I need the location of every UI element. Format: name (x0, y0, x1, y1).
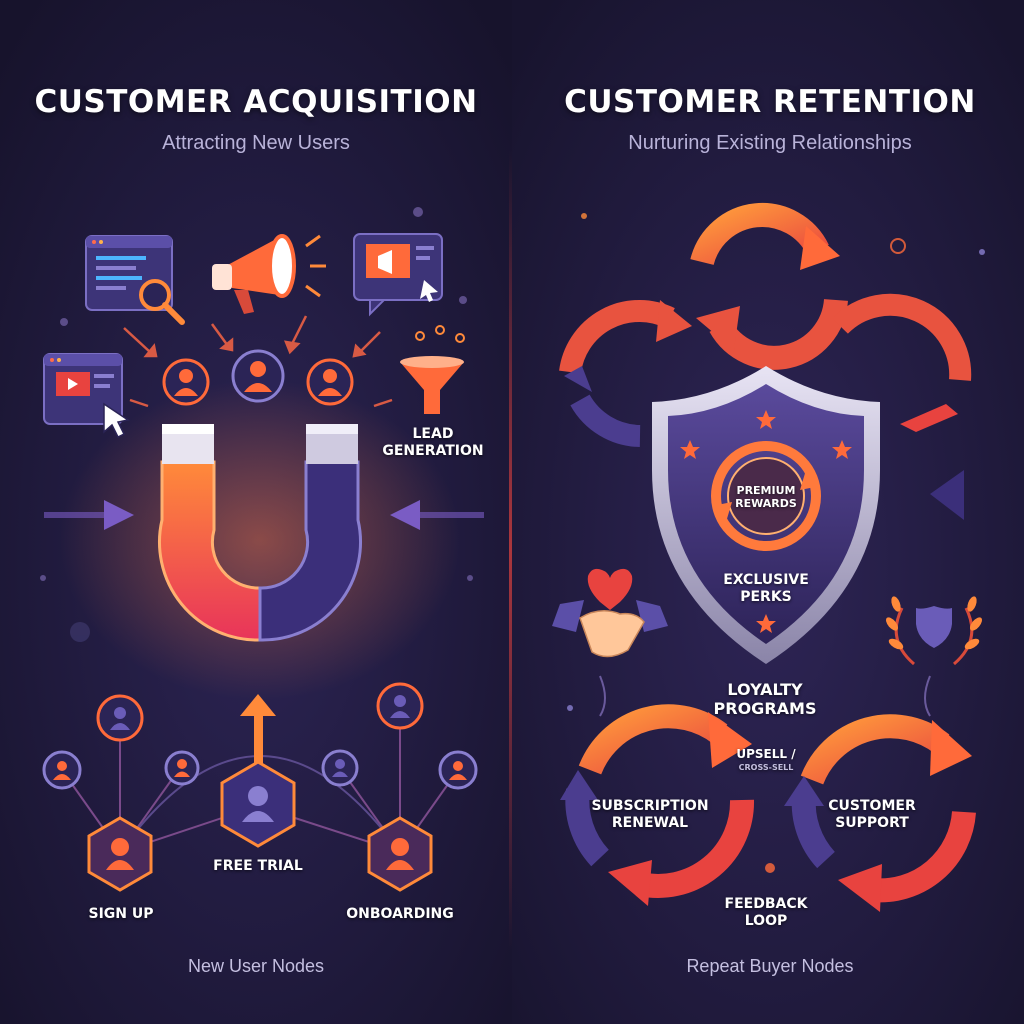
hexagon-nodes (87, 760, 433, 892)
browser-search-icon (85, 235, 185, 325)
shield-icon (652, 366, 880, 664)
ad-window-icon (353, 233, 443, 317)
user-icon (162, 358, 210, 406)
upsell-label: UPSELL / CROSS-SELL (736, 747, 796, 773)
cycle-arrows-icon (559, 202, 972, 447)
megaphone-icon (212, 234, 326, 314)
video-window-icon (43, 353, 130, 439)
retention-title: CUSTOMER RETENTION (564, 84, 976, 120)
user-icon (231, 349, 285, 403)
divider-line (509, 150, 512, 950)
feedback-loop-label: FEEDBACK LOOP (724, 896, 808, 929)
up-arrow (240, 694, 276, 766)
subscription-renewal-label: SUBSCRIPTION RENEWAL (591, 798, 709, 831)
retention-footer: Repeat Buyer Nodes (686, 956, 854, 976)
acquisition-title: CUSTOMER ACQUISITION (34, 84, 478, 120)
onboarding-label: ONBOARDING (346, 906, 454, 922)
acquisition-subtitle: Attracting New Users (162, 132, 350, 154)
laurel-wreath-icon (886, 596, 982, 666)
exclusive-perks-label: EXCLUSIVE PERKS (723, 572, 809, 605)
funnel-icon (400, 325, 465, 414)
user-icon-row (162, 349, 354, 406)
premium-rewards-label: PREMIUM REWARDS (735, 484, 797, 510)
heart-icon (587, 568, 633, 610)
magnet-icon (158, 424, 362, 642)
free-trial-label: FREE TRIAL (213, 858, 303, 874)
loyalty-programs-label: LOYALTY PROGRAMS (713, 680, 817, 718)
acquisition-footer: New User Nodes (187, 956, 325, 976)
support-cycle-icon (784, 714, 976, 912)
handshake-icon (552, 600, 668, 658)
renewal-cycle-icon (560, 704, 755, 906)
customer-support-label: CUSTOMER SUPPORT (828, 798, 916, 831)
retention-subtitle: Nurturing Existing Relationships (628, 132, 912, 154)
sign-up-label: SIGN UP (88, 906, 154, 922)
user-icon (306, 358, 354, 406)
lead-generation-label: LEAD GENERATION (382, 426, 484, 459)
network-nodes (42, 682, 478, 790)
